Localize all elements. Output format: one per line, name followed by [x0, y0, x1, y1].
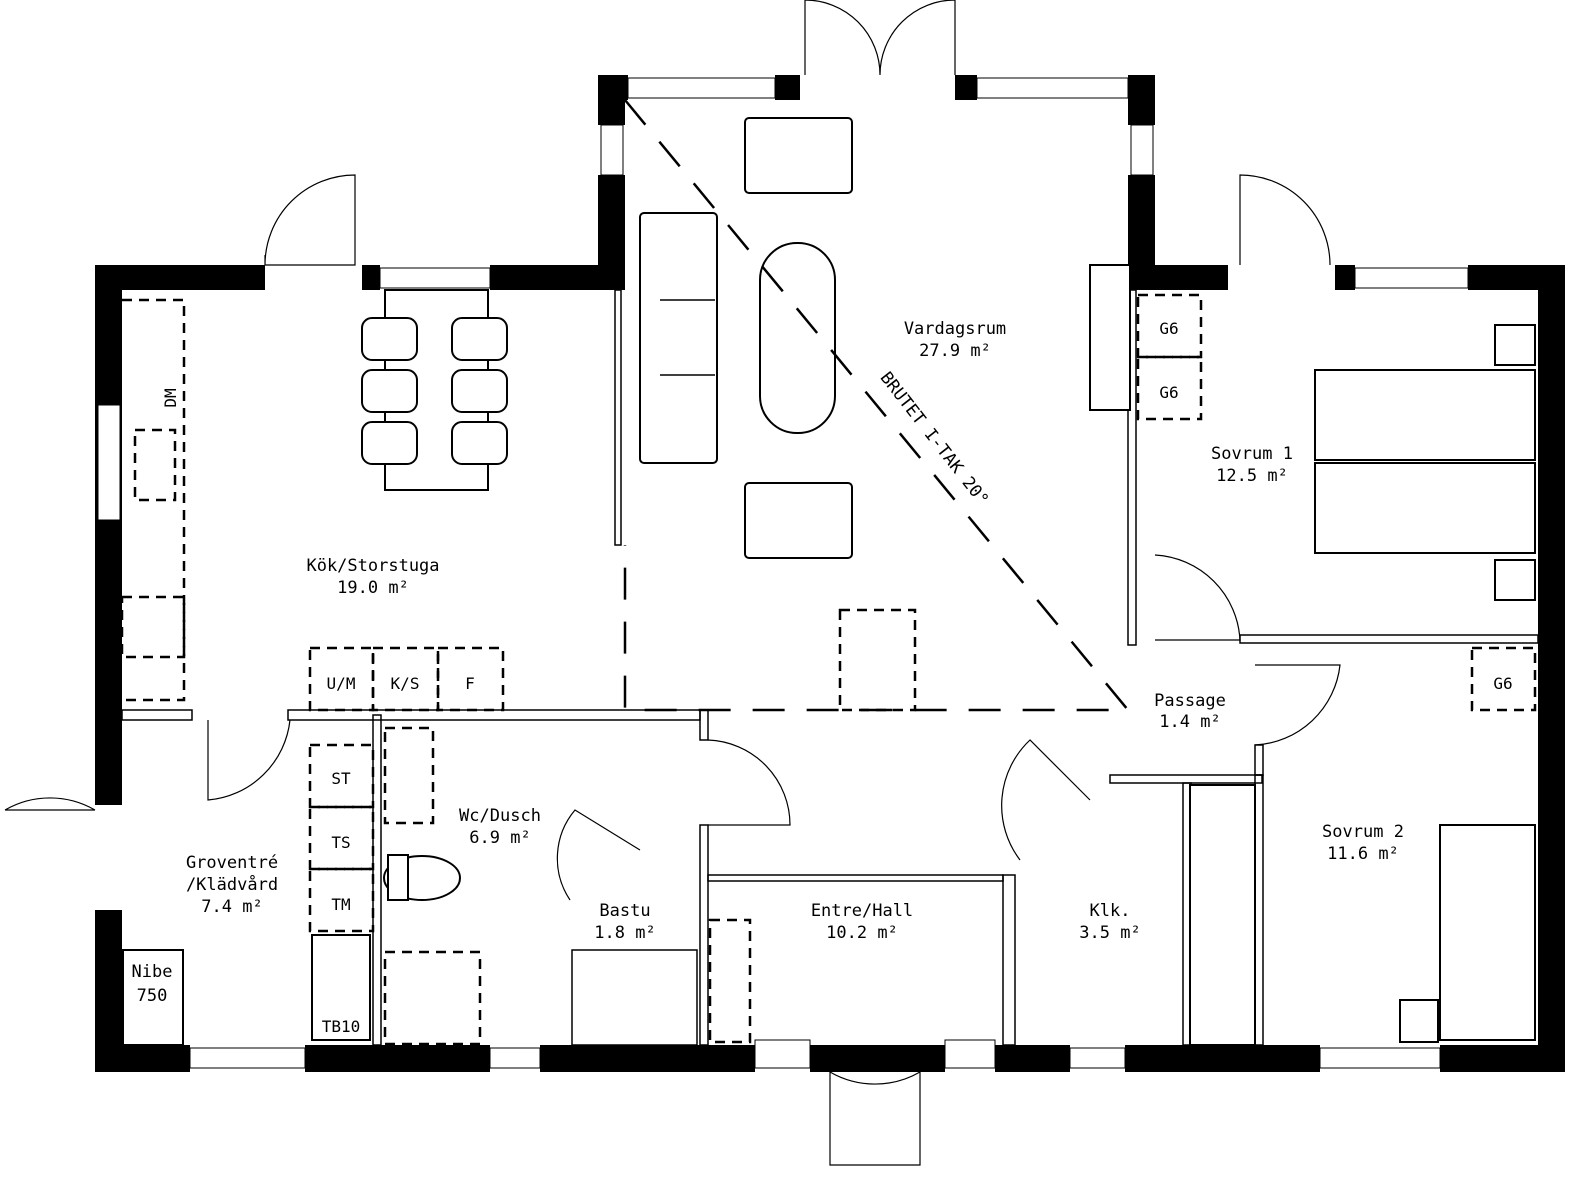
label-ts: TS [331, 833, 350, 852]
label-tb10: TB10 [322, 1017, 361, 1036]
label-g6-2: G6 [1159, 383, 1178, 402]
room-name-groventre-2: /Klädvård [186, 874, 278, 895]
room-name-kok: Kök/Storstuga [306, 556, 439, 576]
label-ks: K/S [391, 674, 420, 693]
room-name-klk: Klk. [1090, 901, 1131, 921]
room-area-sovrum1: 12.5 m² [1216, 466, 1288, 486]
room-area-klk: 3.5 m² [1079, 923, 1140, 943]
ceiling-note: BRUTET I-TAK 20° [876, 368, 993, 509]
appliance-labels: U/M K/S F DM ST TS TM TB10 G6 G6 G6 [161, 319, 1513, 1036]
room-area-kok: 19.0 m² [337, 578, 409, 598]
exterior-walls [95, 75, 1565, 1072]
windows [97, 77, 1469, 1069]
nibe-label: Nibe [132, 962, 173, 982]
room-name-groventre: Groventré [186, 853, 278, 873]
room-area-wc: 6.9 m² [469, 828, 530, 848]
label-um: U/M [327, 674, 356, 693]
room-name-vardagsrum: Vardagsrum [904, 319, 1006, 339]
room-name-passage: Passage [1154, 691, 1226, 711]
doors [4, 0, 1341, 1166]
room-area-bastu: 1.8 m² [594, 923, 655, 943]
label-st: ST [331, 769, 351, 788]
room-name-entre: Entre/Hall [811, 901, 913, 921]
room-area-groventre: 7.4 m² [201, 897, 262, 917]
room-name-bastu: Bastu [599, 901, 650, 921]
room-name-sovrum2: Sovrum 2 [1322, 822, 1404, 842]
furniture [122, 117, 1536, 1046]
room-area-sovrum2: 11.6 m² [1327, 844, 1399, 864]
label-g6-1: G6 [1159, 319, 1178, 338]
label-dm: DM [161, 388, 180, 407]
nibe-model: 750 [137, 986, 168, 1006]
label-g6-3: G6 [1493, 674, 1512, 693]
ceiling-break-line [623, 99, 1131, 712]
room-labels: Vardagsrum 27.9 m² Kök/Storstuga 19.0 m²… [132, 319, 1404, 1006]
label-f: F [465, 674, 475, 693]
appliance-boxes [120, 293, 1537, 1046]
room-area-entre: 10.2 m² [826, 923, 898, 943]
room-name-wc: Wc/Dusch [459, 806, 541, 826]
label-tm: TM [331, 895, 350, 914]
room-name-sovrum1: Sovrum 1 [1211, 444, 1293, 464]
room-area-vardagsrum: 27.9 m² [919, 341, 991, 361]
room-area-passage: 1.4 m² [1159, 712, 1220, 732]
